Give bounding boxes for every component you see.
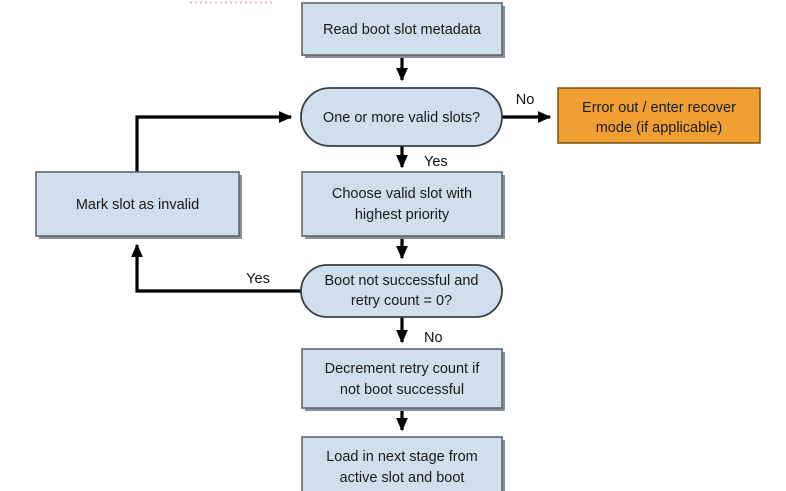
edge-bootcheck-yes-to-mark-invalid [131,243,301,293]
node-load-next-stage[interactable]: Load in next stage from active slot and … [301,436,505,491]
node-boot-not-successful-check[interactable]: Boot not successful and retry count = 0? [300,264,503,318]
node-decrement-retry-count-label-line2: not boot successful [340,382,464,398]
node-decrement-retry-count[interactable]: Decrement retry count if not boot succes… [301,348,505,411]
edge-label-boot-check-yes: Yes [246,271,270,287]
node-error-out-label-line1: Error out / enter recover [582,100,736,116]
node-decrement-retry-count-label-line1: Decrement retry count if [325,361,481,377]
node-read-boot-slot-metadata-label: Read boot slot metadata [323,22,482,38]
node-one-or-more-valid-slots-label: One or more valid slots? [323,110,480,126]
edge-label-boot-check-no: No [424,330,443,346]
node-choose-valid-slot[interactable]: Choose valid slot with highest priority [301,171,505,239]
edge-mark-invalid-to-valid [135,111,293,172]
node-mark-slot-as-invalid-label: Mark slot as invalid [76,197,199,213]
node-error-out[interactable]: Error out / enter recover mode (if appli… [557,87,761,144]
node-load-next-stage-label-line1: Load in next stage from [326,449,478,465]
edge-label-valid-slots-yes: Yes [424,154,448,170]
edge-label-valid-slots-no: No [516,92,535,108]
node-read-boot-slot-metadata[interactable]: Read boot slot metadata [301,2,505,58]
node-boot-not-successful-check-label-line1: Boot not successful and [325,273,479,289]
node-choose-valid-slot-label-line1: Choose valid slot with [332,186,472,202]
node-error-out-label-line2: mode (if applicable) [596,120,723,136]
node-load-next-stage-label-line2: active slot and boot [340,470,465,486]
node-choose-valid-slot-label-line2: highest priority [355,207,450,223]
node-mark-slot-as-invalid[interactable]: Mark slot as invalid [35,171,242,239]
node-one-or-more-valid-slots[interactable]: One or more valid slots? [300,87,503,147]
node-boot-not-successful-check-label-line2: retry count = 0? [351,293,452,309]
